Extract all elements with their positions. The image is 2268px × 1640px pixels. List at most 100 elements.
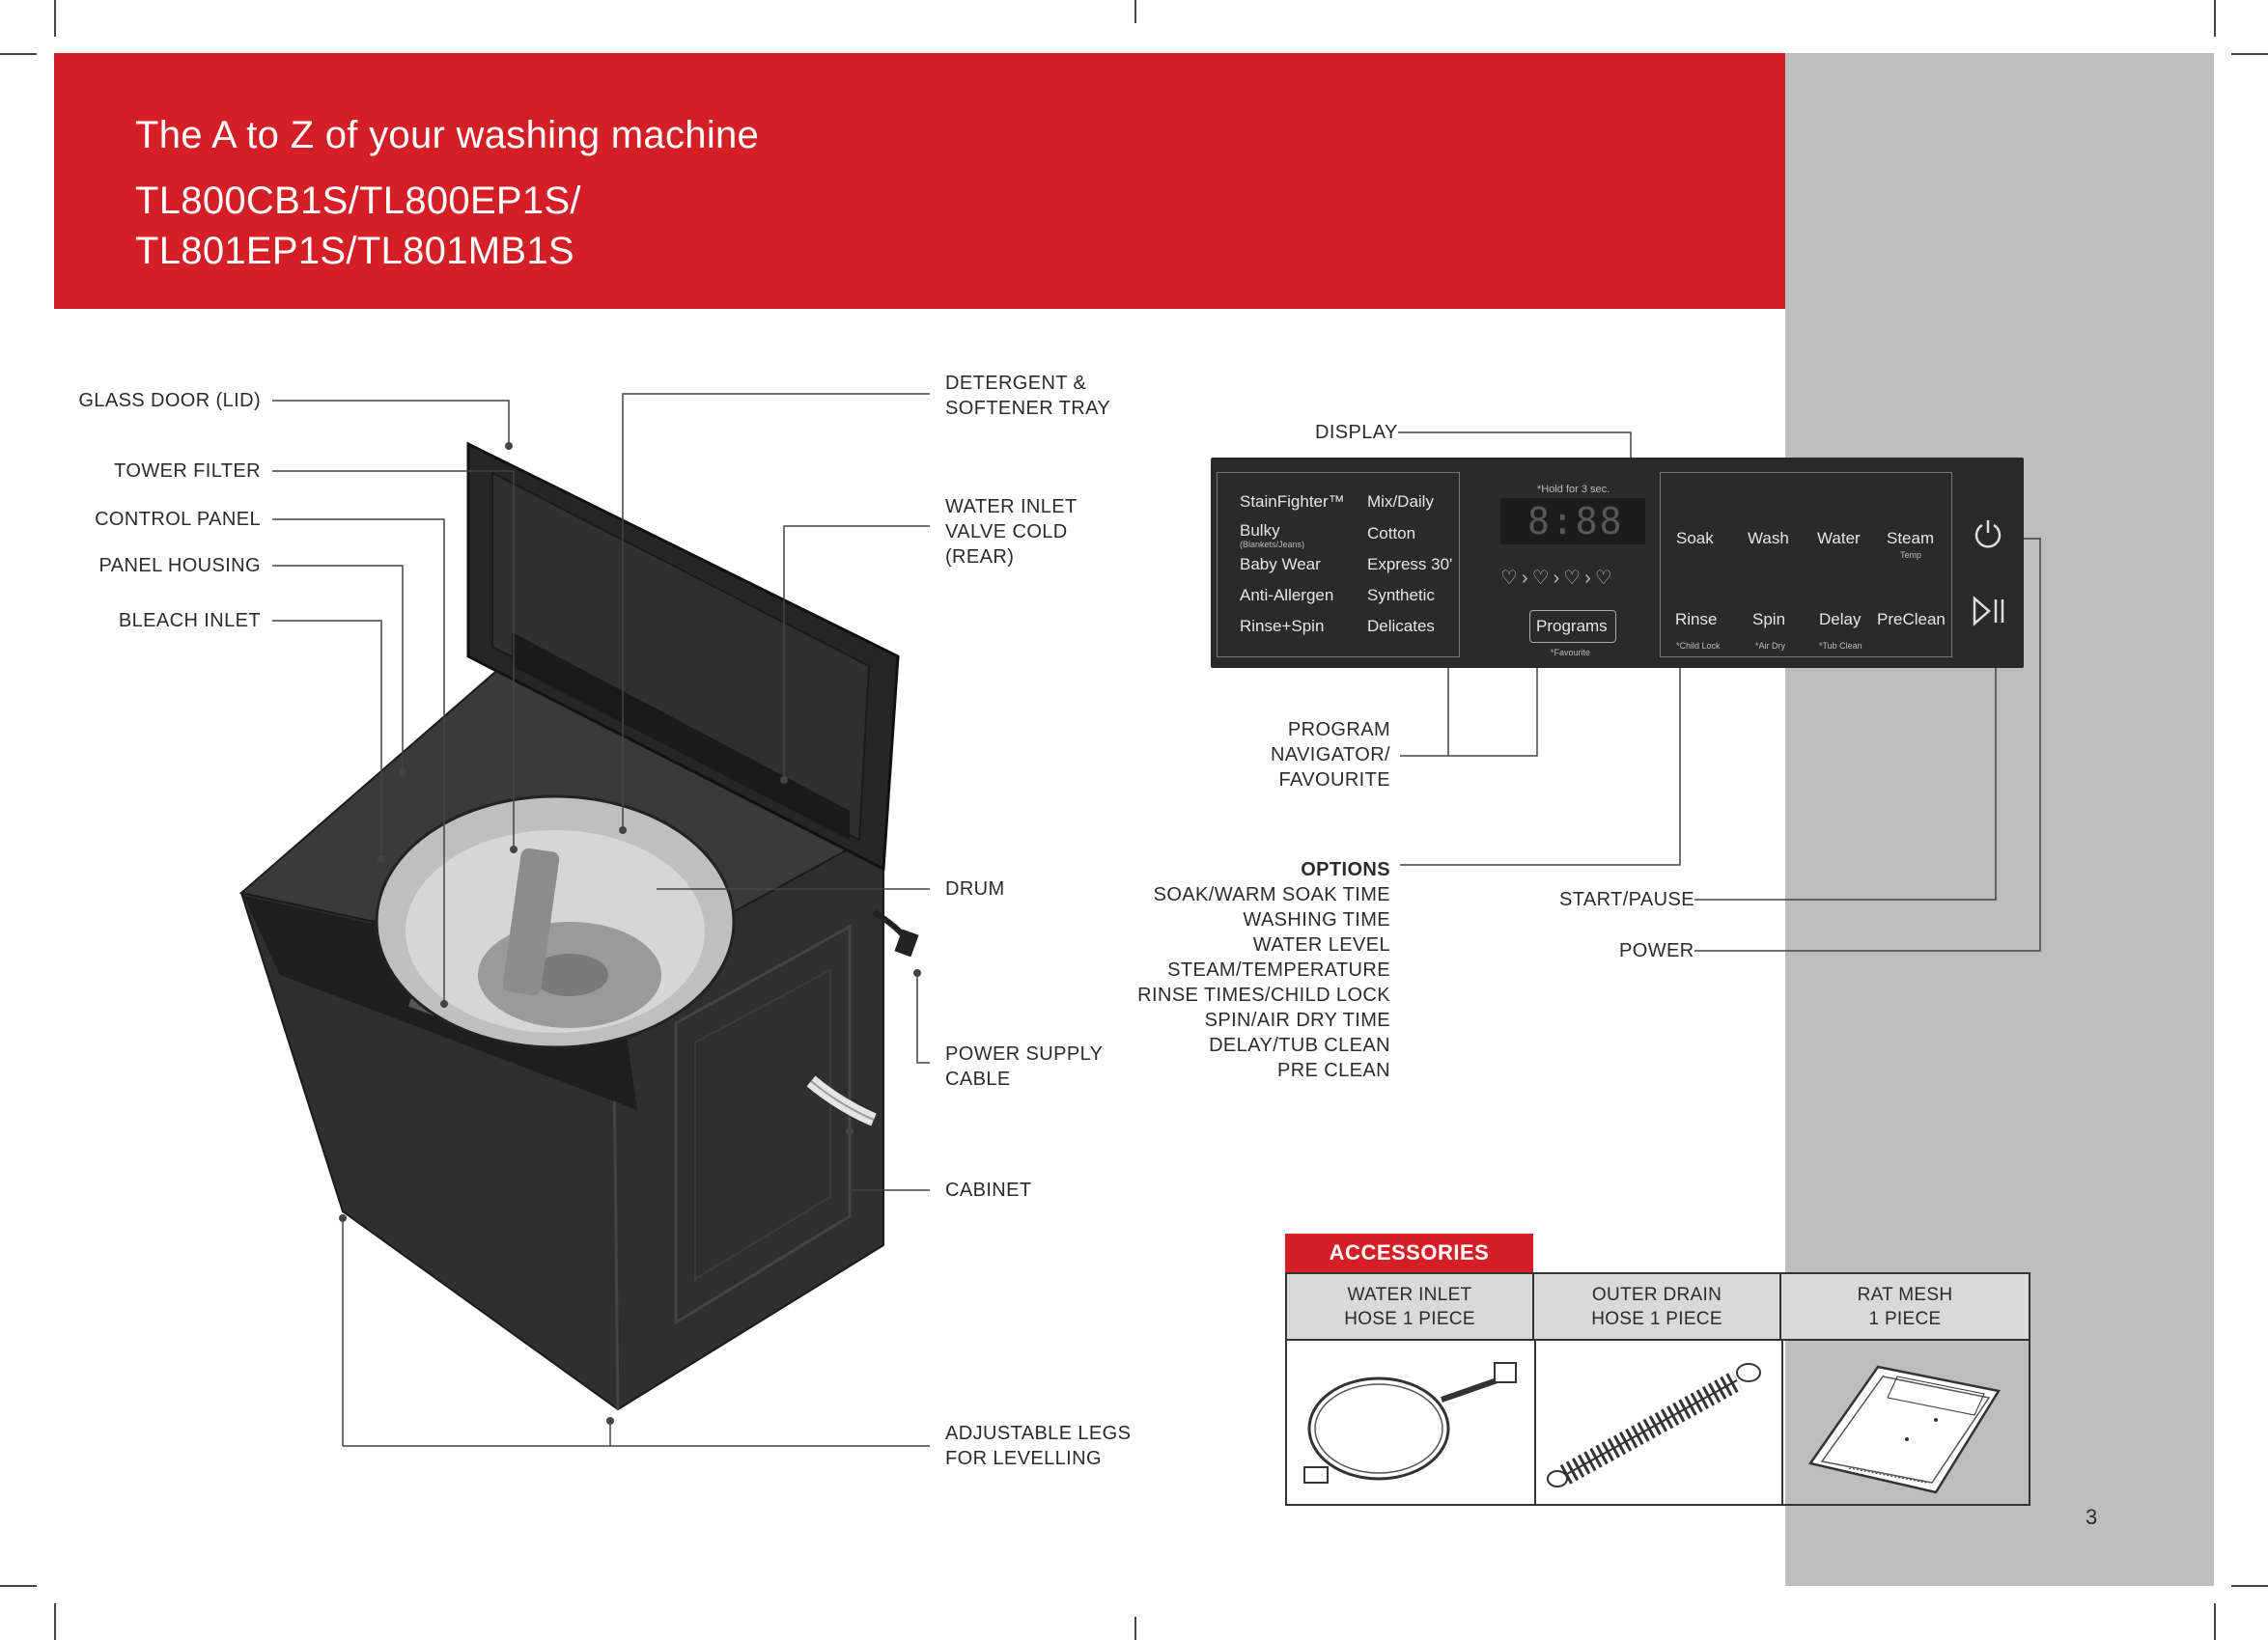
option-wash[interactable]: Wash (1748, 529, 1789, 547)
accessory-header-outer-drain-hose: OUTER DRAIN HOSE 1 PIECE (1534, 1274, 1781, 1341)
label-water-inlet-valve: WATER INLET VALVE COLD (REAR) (945, 494, 1078, 570)
program-list-box (1217, 472, 1460, 657)
program-delicates: Delicates (1367, 617, 1435, 635)
option-item: SOAK/WARM SOAK TIME (1153, 884, 1390, 905)
program-synthetic: Synthetic (1367, 586, 1435, 604)
power-icon[interactable] (1972, 517, 2004, 555)
label-power-cable-line-1: POWER SUPPLY (945, 1043, 1104, 1065)
display-digits: 8:88 (1527, 500, 1624, 542)
rat-mesh-image (1807, 1365, 2002, 1494)
crop-mark (0, 1585, 37, 1587)
air-dry-note: *Air Dry (1755, 641, 1785, 651)
temp-note: Temp (1900, 550, 1922, 560)
hold-note: *Hold for 3 sec. (1537, 484, 1610, 495)
program-mix-daily: Mix/Daily (1367, 492, 1434, 511)
label-legs-line-2: FOR LEVELLING (945, 1448, 1102, 1469)
crop-mark (54, 1603, 56, 1640)
label-water-inlet-line-3: (REAR) (945, 546, 1015, 568)
option-water[interactable]: Water (1817, 529, 1861, 547)
options-box (1660, 472, 1952, 657)
label-start-pause: START/PAUSE (1559, 889, 1694, 910)
label-navigator-line-2: NAVIGATOR/ (1270, 744, 1390, 765)
option-delay[interactable]: Delay (1819, 610, 1862, 628)
option-item: WASHING TIME (1243, 909, 1390, 931)
label-power-supply-cable: POWER SUPPLY CABLE (945, 1042, 1103, 1092)
option-item: PRE CLEAN (1277, 1060, 1390, 1081)
option-rinse[interactable]: Rinse (1675, 610, 1718, 628)
label-detergent-tray: DETERGENT & SOFTENER TRAY (945, 371, 1110, 421)
program-anti-allergen: Anti-Allergen (1240, 586, 1334, 604)
accessory-name-line-1: OUTER DRAIN (1591, 1284, 1722, 1305)
label-display: DISPLAY (1315, 422, 1398, 443)
accessory-name-line-2: HOSE 1 PIECE (1344, 1308, 1475, 1329)
crop-mark (0, 53, 37, 55)
label-panel-housing: PANEL HOUSING (98, 555, 261, 576)
crop-mark (2231, 53, 2268, 55)
label-power: POWER (1619, 940, 1694, 961)
option-preclean[interactable]: PreClean (1877, 610, 1946, 628)
programs-button[interactable]: Programs (1529, 610, 1616, 643)
crop-mark (2214, 1603, 2216, 1640)
outer-drain-hose-image (1547, 1363, 1761, 1487)
crop-mark (2231, 1585, 2268, 1587)
label-bleach-inlet: BLEACH INLET (118, 610, 261, 631)
page-number: 3 (2086, 1505, 2098, 1529)
program-bulky-sub: (Blankets/Jeans) (1240, 540, 1305, 549)
label-program-navigator: PROGRAM NAVIGATOR/ FAVOURITE (1197, 717, 1390, 792)
label-navigator-line-1: PROGRAM (1287, 719, 1390, 740)
label-cabinet: CABINET (945, 1180, 1032, 1201)
label-control-panel: CONTROL PANEL (95, 509, 261, 530)
option-item: STEAM/TEMPERATURE (1167, 959, 1390, 981)
label-glass-door: GLASS DOOR (LID) (78, 390, 261, 411)
option-item: SPIN/AIR DRY TIME (1204, 1010, 1390, 1031)
accessory-name-line-1: WATER INLET (1347, 1284, 1472, 1305)
model-numbers-line-1: TL800CB1S/TL800EP1S/ (135, 180, 581, 222)
program-rinse-spin: Rinse+Spin (1240, 617, 1325, 635)
option-steam[interactable]: Steam (1887, 529, 1935, 547)
model-numbers-line-2: TL801EP1S/TL801MB1S (135, 230, 574, 272)
label-power-cable-line-2: CABLE (945, 1069, 1011, 1090)
control-panel-graphic: StainFighter™ Bulky (Blankets/Jeans) Bab… (1211, 458, 2024, 668)
crop-mark (54, 0, 56, 37)
label-navigator-line-3: FAVOURITE (1278, 769, 1390, 791)
accessory-header-rat-mesh: RAT MESH 1 PIECE (1781, 1274, 2029, 1341)
crop-mark (1134, 1617, 1136, 1640)
accessories-table: WATER INLET HOSE 1 PIECE OUTER DRAIN HOSE … (1285, 1272, 2030, 1506)
label-water-inlet-line-2: VALVE COLD (945, 521, 1068, 542)
accessory-name-line-2: HOSE 1 PIECE (1591, 1308, 1722, 1329)
label-detergent-line-1: DETERGENT & (945, 373, 1087, 394)
option-spin[interactable]: Spin (1752, 610, 1786, 628)
tub-clean-note: *Tub Clean (1819, 641, 1862, 651)
program-express-30: Express 30' (1367, 555, 1453, 573)
label-legs-line-1: ADJUSTABLE LEGS (945, 1423, 1132, 1444)
option-item: WATER LEVEL (1252, 934, 1390, 956)
digital-display: 8:88 (1500, 498, 1645, 544)
water-inlet-hose-image (1303, 1362, 1517, 1484)
label-options: OPTIONS SOAK/WARM SOAK TIME WASHING TIME… (1101, 857, 1390, 1083)
crop-mark (1134, 0, 1136, 23)
child-lock-note: *Child Lock (1676, 641, 1721, 651)
crop-mark (2214, 0, 2216, 37)
page-title: The A to Z of your washing machine (135, 114, 760, 156)
favourite-note: *Favourite (1551, 648, 1591, 657)
program-bulky: Bulky (1240, 521, 1280, 540)
accessory-header-water-inlet-hose: WATER INLET HOSE 1 PIECE (1287, 1274, 1534, 1341)
program-stainfighter: StainFighter™ (1240, 492, 1345, 511)
program-cotton: Cotton (1367, 524, 1416, 542)
label-detergent-line-2: SOFTENER TRAY (945, 398, 1111, 419)
option-item: RINSE TIMES/CHILD LOCK (1137, 985, 1390, 1006)
accessory-name-line-1: RAT MESH (1857, 1284, 1953, 1305)
option-soak[interactable]: Soak (1676, 529, 1714, 547)
programs-button-label: Programs (1536, 617, 1608, 635)
table-divider (1534, 1341, 1536, 1504)
options-title: OPTIONS (1301, 859, 1390, 880)
program-baby-wear: Baby Wear (1240, 555, 1321, 573)
start-pause-icon[interactable] (1972, 596, 2006, 631)
accessories-title: ACCESSORIES (1285, 1234, 1533, 1272)
label-drum: DRUM (945, 878, 1005, 900)
label-water-inlet-line-1: WATER INLET (945, 496, 1078, 517)
accessory-name-line-2: 1 PIECE (1868, 1308, 1942, 1329)
table-divider (1781, 1341, 1783, 1504)
program-navigator-icons: ♡›♡›♡›♡ (1500, 568, 1616, 589)
